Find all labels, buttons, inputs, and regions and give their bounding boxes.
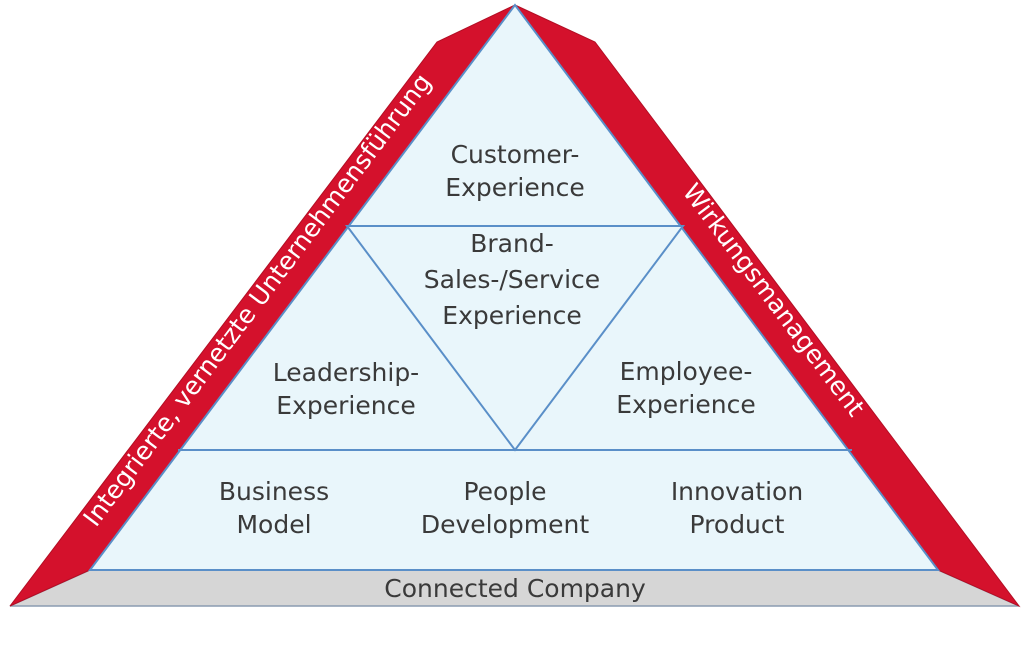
bottom-item-2-line2: Development — [421, 510, 589, 539]
right-label-line2: Experience — [616, 390, 755, 419]
top-label-line1: Customer- — [451, 140, 580, 169]
bottom-item-2-line1: People — [463, 477, 546, 506]
center-label-line2: Sales-/Service — [424, 265, 600, 294]
right-label-line1: Employee- — [620, 357, 753, 386]
center-inverted-triangle — [345, 225, 685, 452]
left-label-line2: Experience — [276, 391, 415, 420]
top-label-line2: Experience — [445, 173, 584, 202]
bottom-item-1-line1: Business — [219, 477, 329, 506]
base-label: Connected Company — [384, 574, 646, 603]
center-label-line3: Experience — [442, 301, 581, 330]
bottom-item-3-line1: Innovation — [671, 477, 803, 506]
bottom-item-1-line2: Model — [236, 510, 311, 539]
left-label-line1: Leadership- — [273, 358, 419, 387]
center-label-line1: Brand- — [470, 229, 553, 258]
bottom-item-3-line2: Product — [690, 510, 785, 539]
